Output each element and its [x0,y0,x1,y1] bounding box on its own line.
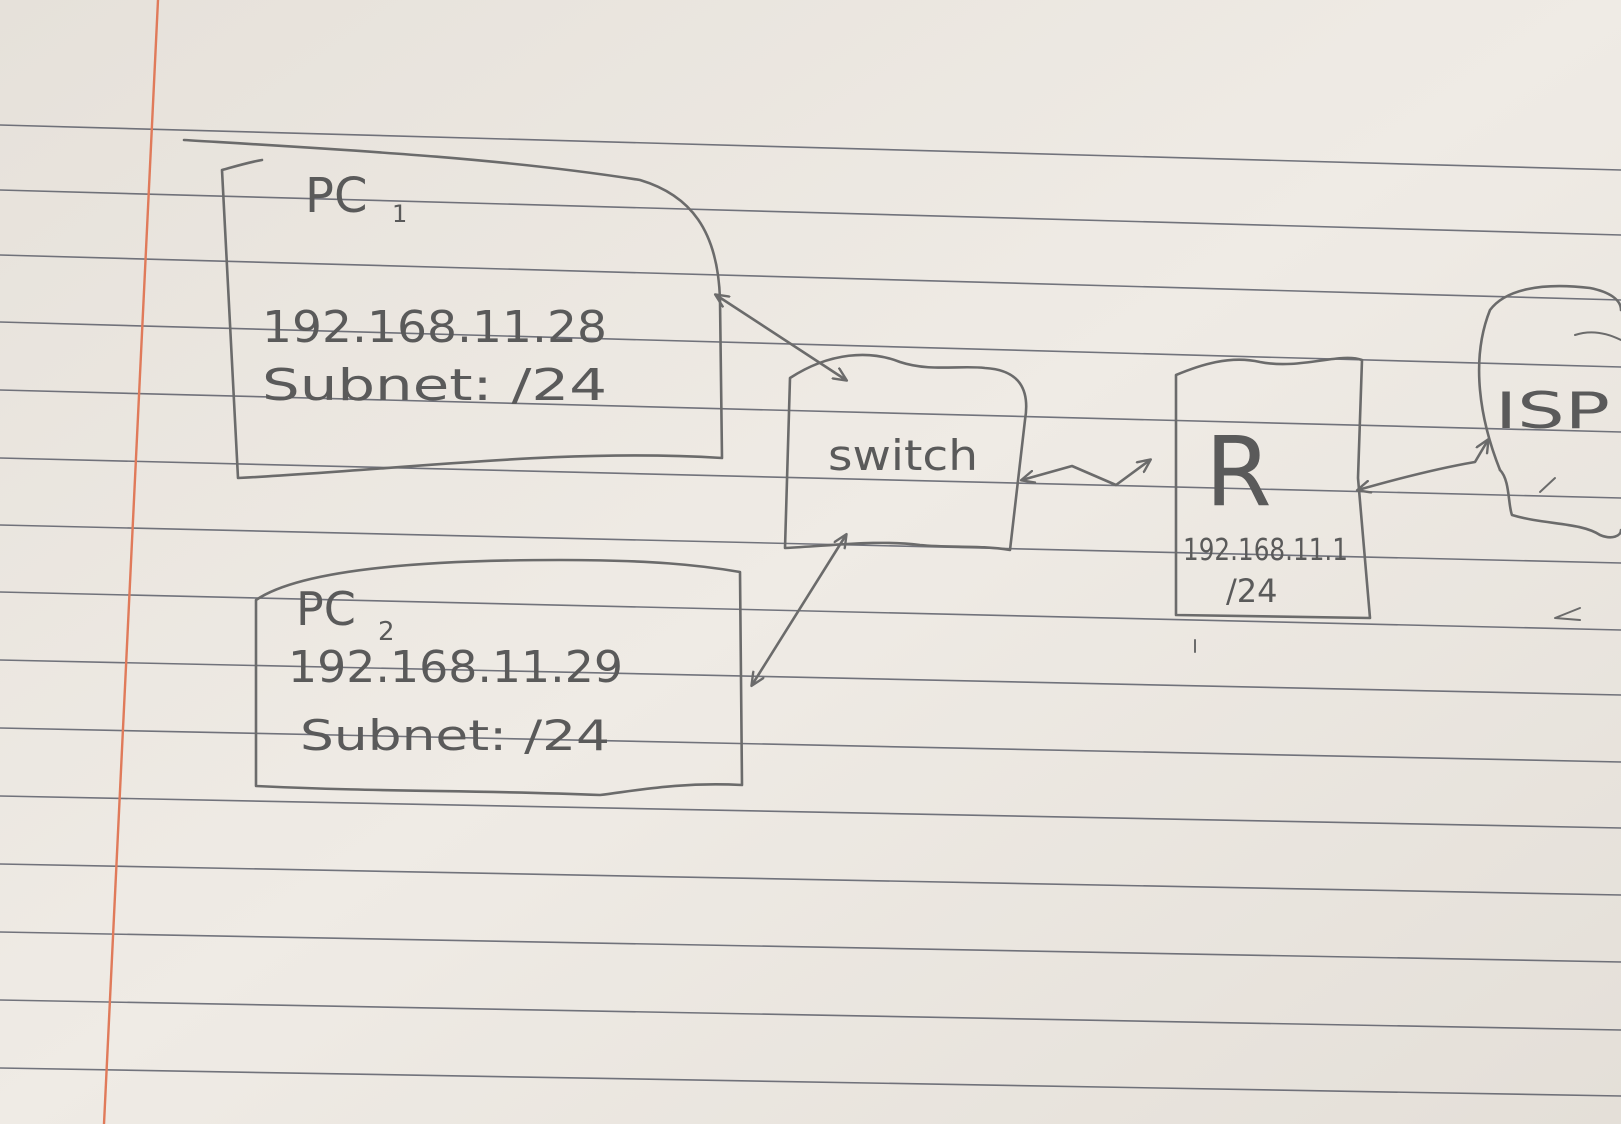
pc1-subnet: Subnet: /24 [262,360,607,411]
router-label: R [1205,416,1272,528]
isp-label: ISP [1495,382,1610,440]
ruled-lines [0,124,1621,1097]
isp-node: ISP [1477,284,1621,621]
link-switch-router [1022,460,1150,487]
link-pc2-switch [752,535,846,685]
margin-line [102,0,160,1124]
router-node: R 192.168.11.1 /24 [1174,356,1372,653]
link-router-isp [1358,440,1488,490]
router-subnet: /24 [1226,572,1278,610]
pc2-subscript: 2 [378,617,395,647]
router-ip: 192.168.11.1 [1183,533,1348,568]
pc2-node: PC 2 192.168.11.29 Subnet: /24 [254,558,744,797]
pc1-subscript: 1 [392,200,407,228]
pc2-label: PC [296,582,356,636]
pc1-label: PC [305,168,367,224]
switch-node: switch [783,353,1028,552]
pc1-ip: 192.168.11.28 [262,302,607,353]
pc2-subnet: Subnet: /24 [300,711,610,760]
switch-label: switch [828,431,978,480]
link-pc1-switch [716,295,846,380]
links [716,295,1488,685]
pc2-ip: 192.168.11.29 [288,642,623,693]
